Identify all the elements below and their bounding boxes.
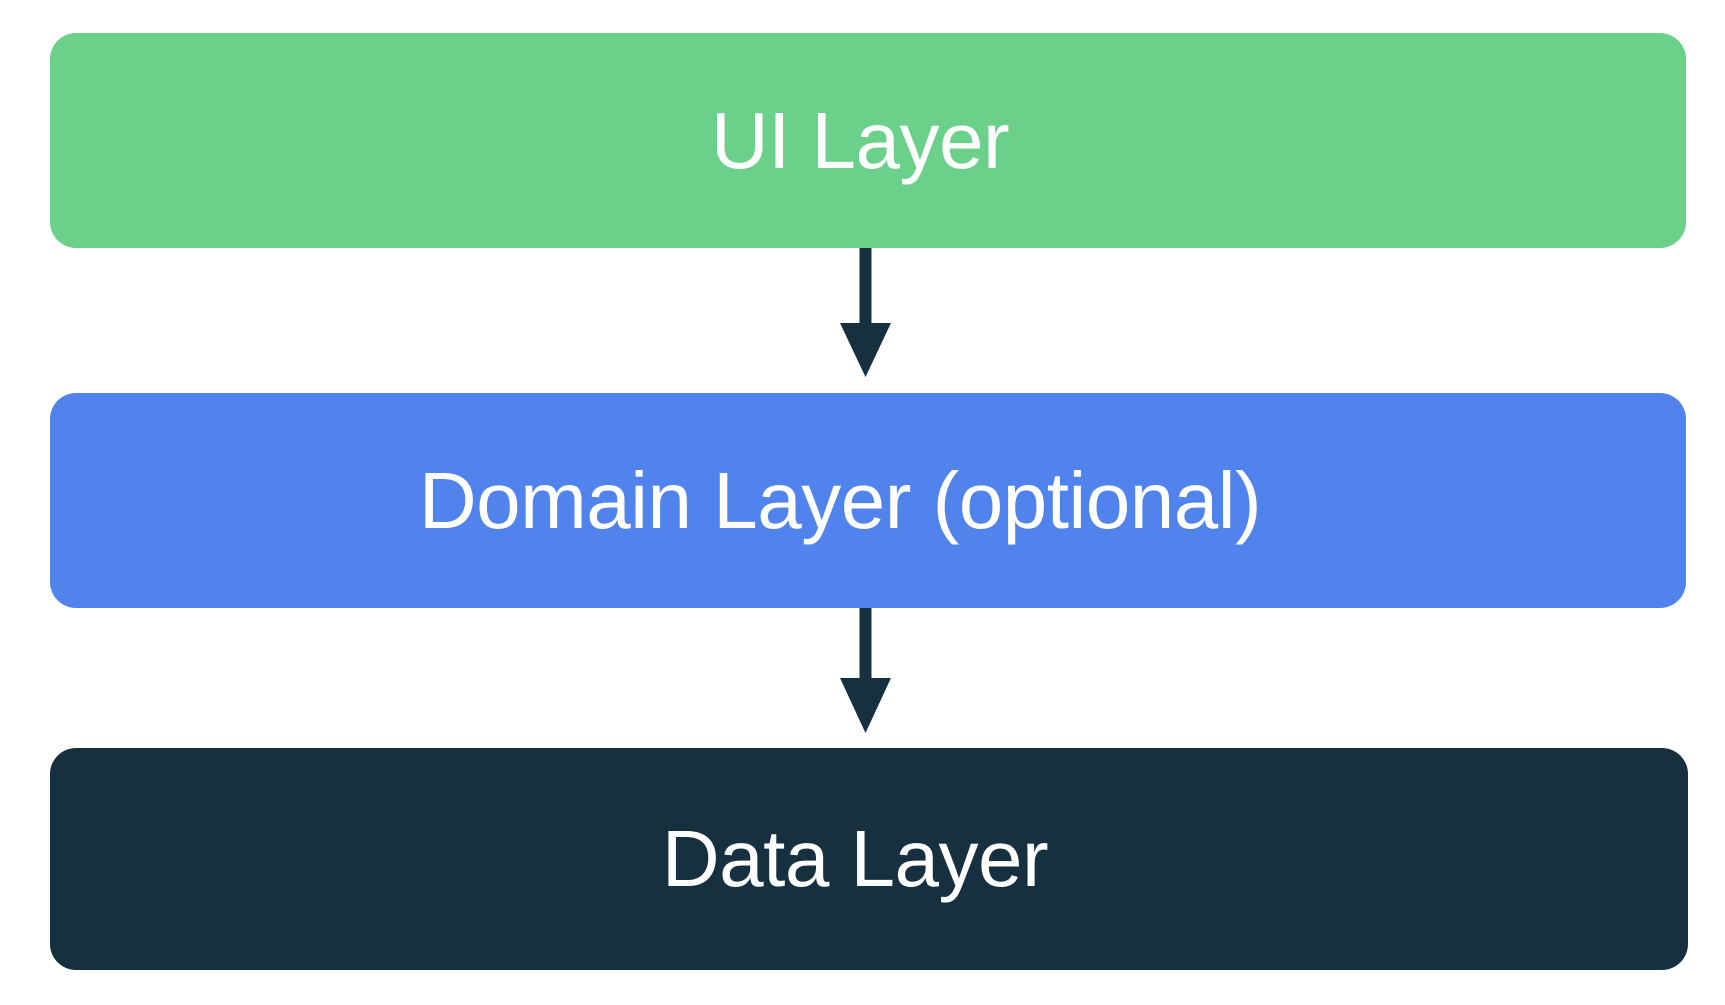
layer-label-domain-layer: Domain Layer (optional) xyxy=(418,455,1262,545)
layer-box-ui-layer[interactable]: UI Layer xyxy=(50,33,1686,248)
layer-box-domain-layer[interactable]: Domain Layer (optional) xyxy=(50,393,1686,608)
layer-box-data-layer[interactable]: Data Layer xyxy=(50,748,1688,970)
arrow-ui-to-domain-icon xyxy=(840,247,891,377)
arrow-domain-to-data-icon xyxy=(840,607,891,733)
layer-label-ui-layer: UI Layer xyxy=(710,95,1010,185)
layer-label-data-layer: Data Layer xyxy=(661,814,1049,903)
